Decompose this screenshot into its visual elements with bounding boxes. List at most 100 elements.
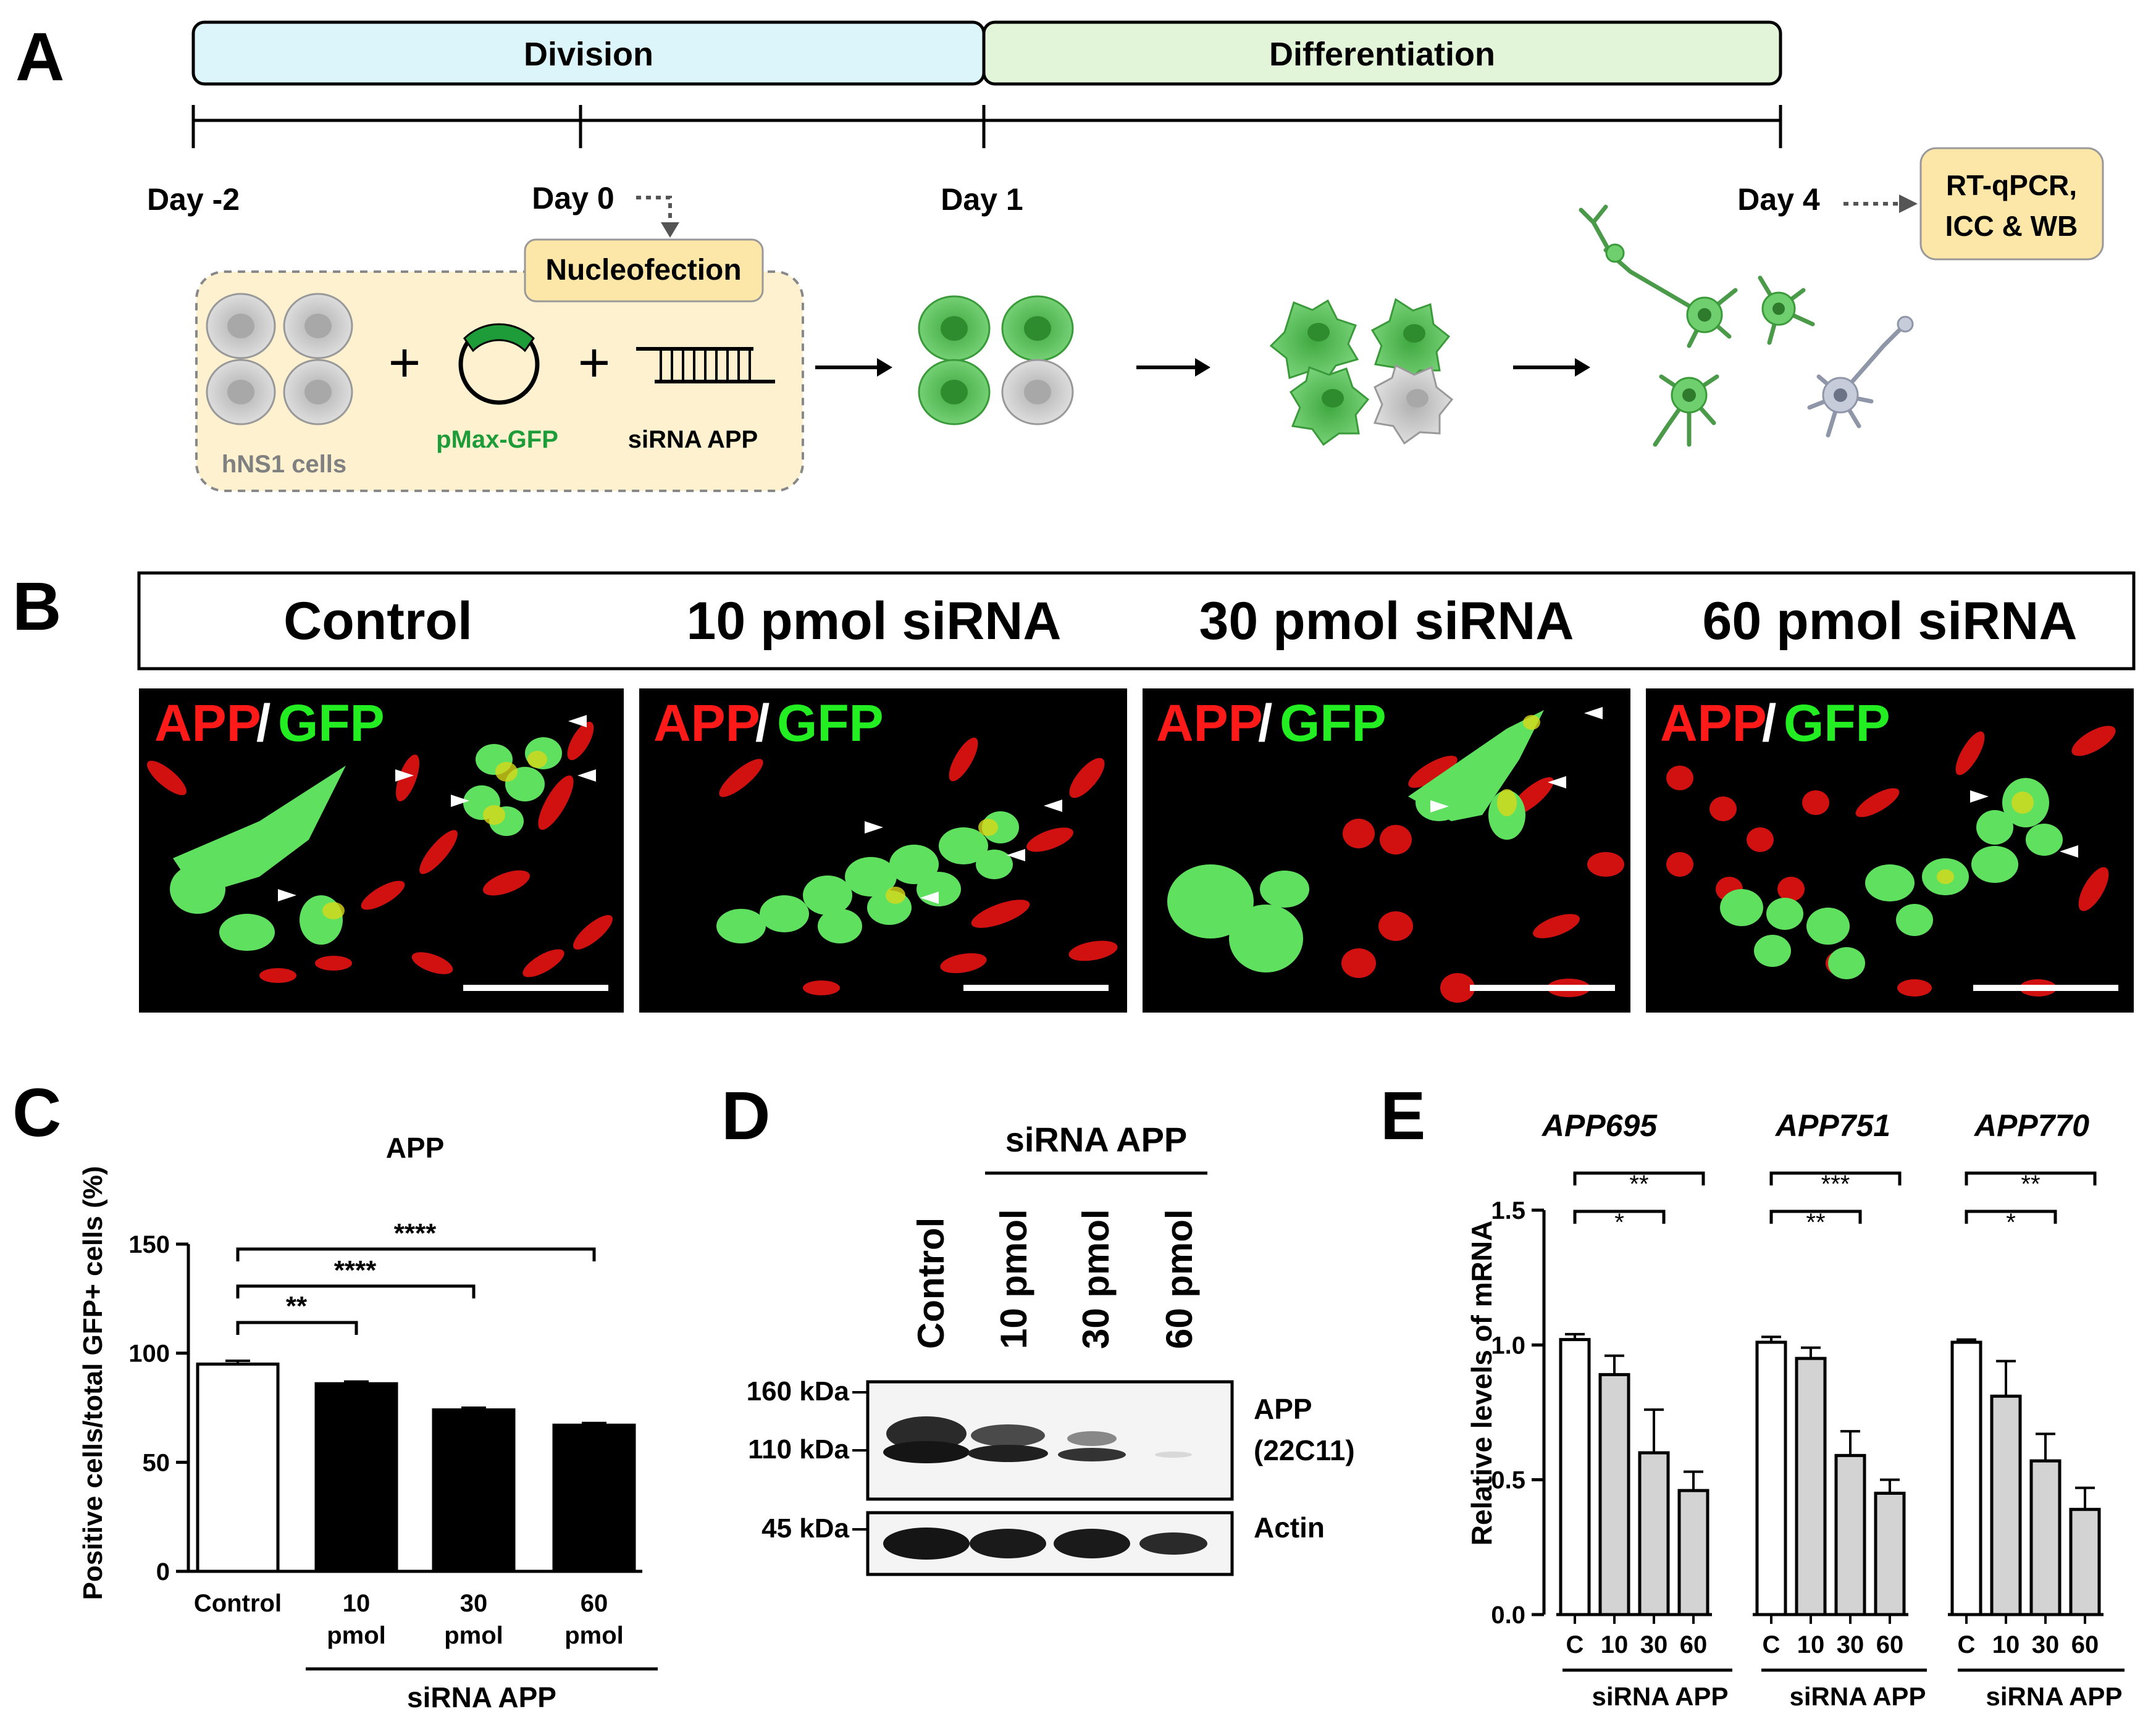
x-tick-label: pmol	[444, 1622, 503, 1649]
bar	[1990, 1394, 2022, 1616]
bar	[1950, 1340, 1982, 1616]
day-label: Day -2	[147, 182, 240, 217]
panel-a-letter: A	[15, 19, 64, 95]
bar	[1559, 1338, 1591, 1616]
bar	[2029, 1459, 2062, 1616]
plasmid-label: pMax-GFP	[436, 426, 558, 453]
readout-line: RT-qPCR,	[1946, 169, 2077, 201]
division-label: Division	[524, 36, 653, 73]
lane-label: Control	[910, 1218, 952, 1349]
bar	[1677, 1489, 1709, 1616]
day-label: Day 4	[1737, 182, 1820, 217]
stain-app-label: APP	[154, 694, 261, 752]
stain-gfp-label: GFP	[777, 694, 884, 752]
panel-e-sig-brackets	[1573, 1171, 2097, 1224]
x-tick-label: 30	[1640, 1631, 1668, 1658]
band-label: (22C11)	[1254, 1434, 1355, 1466]
micrograph-60pmol: APP / GFP	[1646, 688, 2134, 1013]
x-tick-label: 10	[1797, 1631, 1825, 1658]
differentiation-bar	[982, 20, 1782, 86]
bar	[1755, 1340, 1787, 1616]
condition-label: 60 pmol siRNA	[1703, 591, 2078, 651]
x-tick-label: Control	[194, 1590, 282, 1617]
x-tick-label: 60	[581, 1590, 608, 1617]
sig-marker: **	[1806, 1209, 1825, 1236]
neurons-icon	[1579, 204, 1914, 447]
bar	[196, 1362, 280, 1573]
arrowhead-icon	[661, 222, 679, 238]
micrograph-10pmol: APP / GFP	[639, 688, 1127, 1013]
x-tick-label: 60	[2071, 1631, 2099, 1658]
panel-e-letter: E	[1380, 1078, 1425, 1154]
condition-label: Control	[283, 591, 472, 651]
stain-gfp-label: GFP	[1784, 694, 1890, 752]
x-tick-label: 60	[1876, 1631, 1904, 1658]
group-title: APP695	[1541, 1108, 1658, 1143]
bar	[1834, 1453, 1866, 1616]
x-tick-label: C	[1566, 1631, 1584, 1658]
panel-c-ylabel: Positive cells/total GFP+ cells (%)	[78, 1166, 108, 1600]
panel-c-sig-brackets	[236, 1247, 596, 1335]
panel-c-letter: C	[12, 1075, 61, 1151]
stain-gfp-label: GFP	[278, 694, 385, 752]
differentiation-label: Differentiation	[1269, 36, 1495, 73]
bar	[1598, 1373, 1630, 1616]
y-tick-label: 150	[128, 1231, 170, 1258]
panel-e-ylabel: Relative levels of mRNA	[1466, 1221, 1498, 1546]
x-tick-label: 60	[1680, 1631, 1708, 1658]
x-tick-label: C	[1958, 1631, 1976, 1658]
readout-box	[1919, 147, 2104, 261]
stain-app-label: APP	[1156, 694, 1263, 752]
x-tick-label: pmol	[327, 1622, 386, 1649]
y-tick-label: 0	[156, 1558, 170, 1586]
group-label: siRNA APP	[1986, 1682, 2123, 1711]
x-tick-label: 30	[2032, 1631, 2060, 1658]
stain-app-label: APP	[1660, 694, 1767, 752]
panel-c-title: APP	[386, 1132, 445, 1164]
stain-gfp-label: GFP	[1280, 694, 1386, 752]
bar	[1638, 1451, 1670, 1616]
sig-marker: ****	[394, 1218, 437, 1248]
sirna-icon	[636, 347, 775, 383]
sig-marker: ****	[334, 1255, 377, 1285]
plasmid-icon	[458, 323, 540, 405]
marker-label: 110 kDa	[748, 1434, 849, 1465]
bar	[314, 1382, 398, 1573]
day-label: Day 1	[941, 182, 1023, 217]
x-tick-label: 10	[1992, 1631, 2020, 1658]
band-label: Actin	[1254, 1511, 1325, 1544]
y-tick-label: 1.0	[1491, 1332, 1525, 1359]
process-arrow-icon	[815, 358, 1590, 377]
y-tick-label: 0.0	[1491, 1602, 1525, 1629]
bar	[552, 1423, 636, 1573]
stain-separator: /	[1762, 694, 1776, 752]
x-tick-label: 30	[460, 1590, 488, 1617]
group-title: APP770	[1973, 1108, 2089, 1143]
bar	[1874, 1492, 1906, 1616]
x-tick-label: 30	[1837, 1631, 1864, 1658]
day-label: Day 0	[532, 181, 614, 215]
stain-separator: /	[256, 694, 271, 752]
sig-marker: **	[2021, 1171, 2040, 1198]
readout-line: ICC & WB	[1945, 210, 2078, 242]
sig-marker: *	[1614, 1209, 1624, 1236]
panel-d-letter: D	[721, 1078, 770, 1154]
condition-label: 10 pmol siRNA	[687, 591, 1062, 651]
micrograph-control: APP / GFP	[139, 688, 624, 1013]
x-tick-label: C	[1763, 1631, 1781, 1658]
x-tick-label: pmol	[564, 1622, 624, 1649]
sig-marker: *	[2006, 1209, 2016, 1236]
x-tick-label: 10	[1601, 1631, 1629, 1658]
transfected-cells-icon	[918, 295, 1074, 425]
y-tick-label: 0.5	[1491, 1467, 1525, 1494]
micrograph-30pmol: APP / GFP	[1143, 688, 1630, 1013]
sig-marker: **	[1629, 1171, 1648, 1198]
bar	[1795, 1356, 1827, 1616]
plus-sign: +	[578, 332, 611, 394]
y-tick-label: 1.5	[1491, 1197, 1525, 1224]
stain-app-label: APP	[653, 694, 760, 752]
nucleofection-box	[524, 238, 764, 303]
bar	[432, 1408, 516, 1573]
